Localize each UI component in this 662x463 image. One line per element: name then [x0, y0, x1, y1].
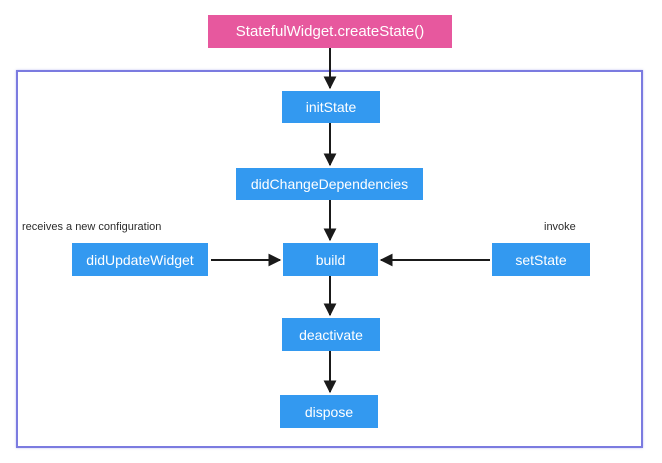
node-deactivate-label: deactivate [299, 326, 363, 343]
node-createstate-label: StatefulWidget.createState() [235, 23, 425, 40]
annotation-receives-new-configuration: receives a new configuration [22, 221, 162, 233]
node-setstate: setState [492, 243, 590, 276]
node-dispose: dispose [280, 395, 378, 428]
node-didchangedependencies-label: didChangeDependencies [250, 176, 409, 192]
node-build-label: build [315, 251, 346, 268]
node-didchangedependencies: didChangeDependencies [236, 168, 423, 200]
node-didupdatewidget-label: didUpdateWidget [86, 251, 194, 268]
node-dispose-label: dispose [304, 403, 354, 420]
node-initstate: initState [282, 91, 380, 123]
node-didupdatewidget: didUpdateWidget [72, 243, 208, 276]
node-initstate-label: initState [305, 99, 357, 115]
node-setstate-label: setState [515, 251, 567, 268]
annotation-invoke: invoke [544, 221, 576, 233]
node-createstate: StatefulWidget.createState() [208, 15, 452, 48]
node-build: build [283, 243, 378, 276]
node-deactivate: deactivate [282, 318, 380, 351]
